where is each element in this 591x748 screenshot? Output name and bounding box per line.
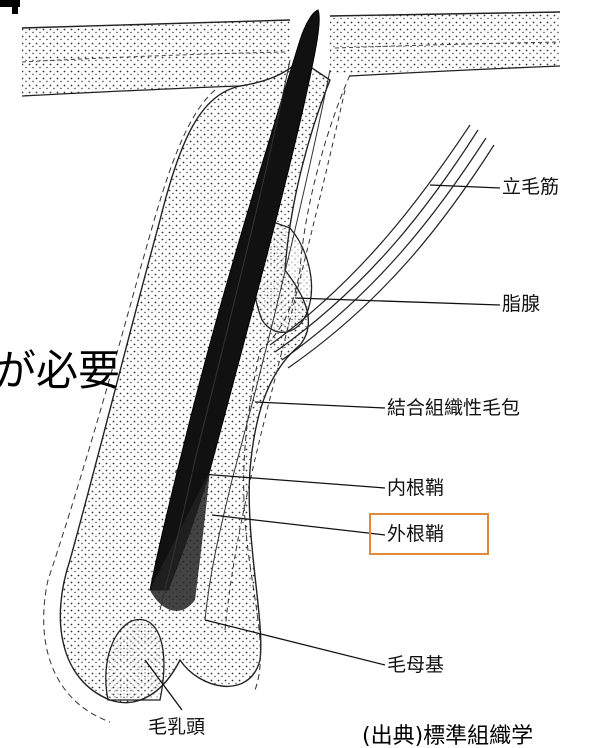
label-arrector-muscle: 立毛筋 [502,178,559,197]
label-sebaceous-gland: 脂腺 [502,295,540,314]
label-inner-root-sheath: 内根鞘 [387,479,444,498]
source-citation: (出典)標準組織学 [362,726,533,748]
label-dermal-papilla: 毛乳頭 [148,718,205,737]
overlay-text: が必要 [0,350,120,392]
label-hair-matrix: 毛母基 [387,656,444,675]
label-outer-root-sheath: 外根鞘 [387,525,444,544]
label-connective-follicle: 結合組織性毛包 [387,399,520,418]
